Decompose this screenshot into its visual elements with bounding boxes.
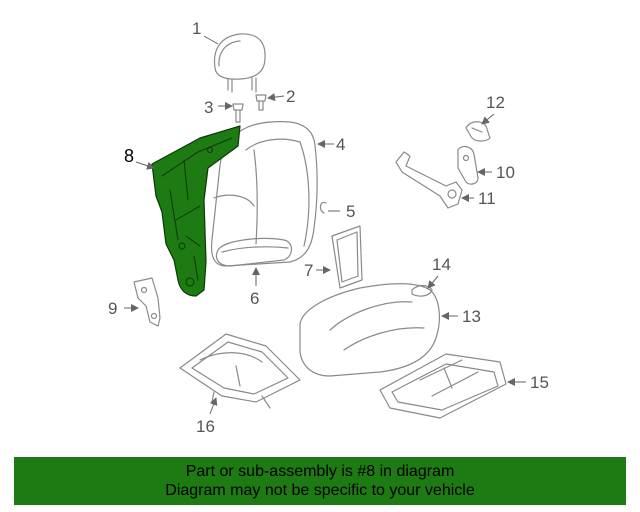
callout-1[interactable]: 1	[192, 19, 201, 38]
callout-5[interactable]: 5	[346, 202, 355, 221]
part-seatback-cushion[interactable]	[210, 121, 318, 267]
banner-line-2: Diagram may not be specific to your vehi…	[165, 482, 475, 499]
part-headrest[interactable]	[213, 33, 266, 93]
callout-7[interactable]: 7	[304, 261, 313, 280]
callout-3[interactable]: 3	[204, 98, 213, 117]
part-cover-10[interactable]	[457, 145, 479, 185]
callout-9[interactable]: 9	[108, 299, 117, 318]
callout-8[interactable]: 8	[124, 146, 134, 166]
part-clip-5[interactable]	[319, 201, 327, 214]
callout-2[interactable]: 2	[286, 87, 295, 106]
callout-16[interactable]: 16	[196, 417, 215, 436]
callout-10[interactable]: 10	[496, 163, 515, 182]
part-cushion-cover-14[interactable]	[411, 284, 433, 297]
part-seat-cushion[interactable]	[299, 283, 440, 377]
part-seatback-frame-highlighted[interactable]	[151, 125, 241, 297]
part-guide-2[interactable]	[255, 94, 267, 111]
highlight-notice-banner: Part or sub-assembly is #8 in diagram Di…	[14, 457, 626, 505]
callout-14[interactable]: 14	[432, 255, 451, 274]
banner-line-1: Part or sub-assembly is #8 in diagram	[185, 463, 455, 480]
part-link-11[interactable]	[395, 151, 463, 209]
part-bolt-3[interactable]	[232, 103, 244, 123]
callout-13[interactable]: 13	[462, 307, 481, 326]
part-knob-12[interactable]	[465, 121, 491, 142]
callout-4[interactable]: 4	[336, 135, 345, 154]
callout-11[interactable]: 11	[478, 189, 496, 208]
part-lower-frame-16[interactable]	[179, 333, 301, 409]
part-bracket-9[interactable]	[133, 277, 161, 327]
part-seat-frame-15[interactable]	[379, 353, 507, 419]
leader-lines	[124, 35, 526, 415]
callout-15[interactable]: 15	[530, 373, 549, 392]
part-panel-7[interactable]	[331, 225, 363, 289]
callout-12[interactable]: 12	[486, 93, 505, 112]
part-armrest[interactable]	[215, 237, 293, 267]
callout-6[interactable]: 6	[250, 289, 259, 308]
callout-labels: 1 2 3 4 5 6 7 8 9 10 11 12 13 14 15 16	[108, 19, 549, 436]
seat-parts-diagram: 1 2 3 4 5 6 7 8 9 10 11 12 13 14 15 16	[108, 19, 549, 436]
